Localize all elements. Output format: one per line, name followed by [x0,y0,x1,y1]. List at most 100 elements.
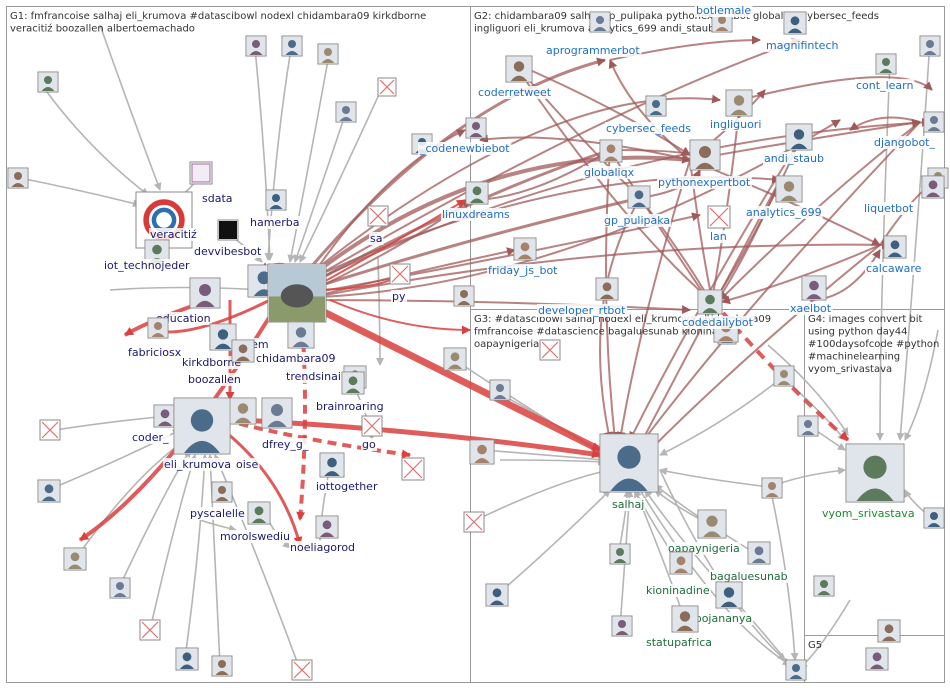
node-magnifintech[interactable]: magnifintech [765,11,840,52]
node-gp-pulipaka[interactable]: gp_pulipaka [603,185,672,227]
node-label: iottogether [316,480,378,493]
node-statupafrica[interactable]: statupafrica [645,605,714,649]
node-education[interactable]: education [155,277,221,325]
avatar-icon [465,117,487,139]
thumbnail-icon [489,379,511,401]
node-salhaj[interactable]: salhaj [599,433,659,511]
group-label-g5: G5 [808,640,822,651]
node-label: eli_krumova [164,458,231,471]
node-globaliqx[interactable]: globaliqx [583,139,636,179]
node-cont-learn[interactable]: cont_learn [855,53,915,92]
node-analytics-699[interactable]: analytics_699 [745,175,823,219]
node-lan[interactable]: lan [707,205,731,243]
node-bagaluesunab[interactable]: bagaluesunab [709,541,789,583]
avatar-icon [747,541,771,565]
node-noeliagorod[interactable]: noeliagorod [289,515,357,554]
node-label: pythonexpertbot [658,176,751,189]
node-label-bg [821,507,916,520]
thumbnail-icon [761,477,783,499]
group-label-g2: G2: chidambara09 salhaj gp_pulipaka pyth… [474,11,879,22]
node-andi-staub[interactable]: andi_staub [763,123,826,165]
avatar-icon [589,11,611,33]
node-label: friday_js_bot [488,264,558,277]
thumbnail-icon [609,543,631,565]
node-boozallen[interactable]: boozallen [187,339,255,386]
node-pyscalelle[interactable]: pyscalelle [189,481,246,520]
node-label: vyom_srivastava [822,507,915,520]
node-fabriciosx[interactable]: fabriciosx [127,317,183,359]
node-chidambara09[interactable]: chidambara09 [255,263,337,365]
node-label: py [392,290,406,303]
node-label-bg [695,4,753,17]
node-djangobot-[interactable]: djangobot_ [873,111,945,149]
node-mbojananya[interactable]: mbojananya [683,581,754,625]
node-label: trendsinai [286,370,341,383]
node-eli-krumova[interactable]: eli_krumova [163,397,232,471]
thumbnail-icon [109,577,131,599]
node-label-bg [261,438,310,451]
node-aprogrammerbot[interactable]: aprogrammerbot [545,11,642,57]
node-dfrey-g-[interactable]: dfrey_g_ [261,397,310,451]
node-label: ingliguori [710,118,761,131]
node-label: salhaj [612,498,644,511]
node-ingliguori[interactable]: ingliguori [709,89,763,131]
node-linuxdreams[interactable]: linuxdreams [441,181,512,221]
node-cybersec-feeds[interactable]: cybersec_feeds [605,95,693,135]
node-developer-rtbot[interactable]: developer_rtbot [537,277,628,317]
avatar-icon [923,111,945,133]
node-label-bg [863,202,915,215]
node-label-bg [103,259,191,272]
avatar-icon [785,123,813,151]
node--codenewbiebot[interactable]: _codenewbiebot [418,117,512,155]
node-label: andi_staub [764,152,824,165]
node-label-bg [545,44,642,57]
node-label: education [156,312,211,325]
group-label-g4: G4: images convert bit [808,314,923,325]
node-sa[interactable]: sa [367,205,389,245]
node-label: fabriciosx [128,346,182,359]
node-label: analytics_699 [746,206,822,219]
node-label-bg [189,507,246,520]
node-brainroaring[interactable]: brainroaring [315,371,385,413]
node-label: oise [236,458,259,471]
node-calcaware[interactable]: calcaware [865,235,923,275]
node-codedailybot[interactable]: codedailybot [681,289,755,329]
node-xaelbot[interactable]: xaelbot [789,275,833,315]
node-label: statupafrica [646,636,712,649]
thumbnail-icon [443,347,467,371]
node-pythonexpertbot[interactable]: pythonexpertbot [657,139,752,189]
thumbnail-icon [317,43,339,65]
thumbnail-icon [463,511,485,533]
node-trendsinai[interactable]: trendsinai [285,321,342,383]
node-label: sa [370,232,382,245]
node-hamerba[interactable]: hamerba [249,189,301,229]
node-oapaynigeria[interactable]: oapaynigeria [667,509,741,555]
node-label: go [362,438,376,451]
node-go[interactable]: go [361,415,383,451]
node-liquetbot[interactable]: liquetbot [863,175,945,215]
node-label-bg [155,312,212,325]
node-label-bg [315,480,379,493]
node-veraciti-[interactable]: veracitiź [135,191,199,249]
node-iot-technojeder[interactable]: iot_technojeder [103,239,191,272]
avatar-icon [315,515,339,539]
node-iottogether[interactable]: iottogether [315,452,379,493]
node-label-bg [855,79,915,92]
node-coderretweet[interactable]: coderretweet [477,55,553,99]
node-py[interactable]: py [389,263,411,303]
avatar-icon [231,339,255,363]
node-label-bg [477,86,553,99]
avatar-icon [319,452,345,478]
node-label: mbojananya [684,612,752,625]
edges-maroon [298,35,933,451]
node-friday-js-bot[interactable]: friday_js_bot [487,237,560,277]
node-oise[interactable]: oise [229,397,260,471]
node-devvibesbot[interactable]: devvibesbot [193,219,264,258]
node-label-bg [745,206,823,219]
node-morolswediu[interactable]: morolswediu [219,501,292,543]
node-sdata[interactable]: sdata [189,161,234,205]
node-botlemale[interactable]: botlemale [695,4,753,33]
node-coder-[interactable]: coder_ [131,404,177,444]
node-kioninadine[interactable]: kioninadine [645,551,711,597]
node-vyom-srivastava[interactable]: vyom_srivastava [821,443,916,520]
